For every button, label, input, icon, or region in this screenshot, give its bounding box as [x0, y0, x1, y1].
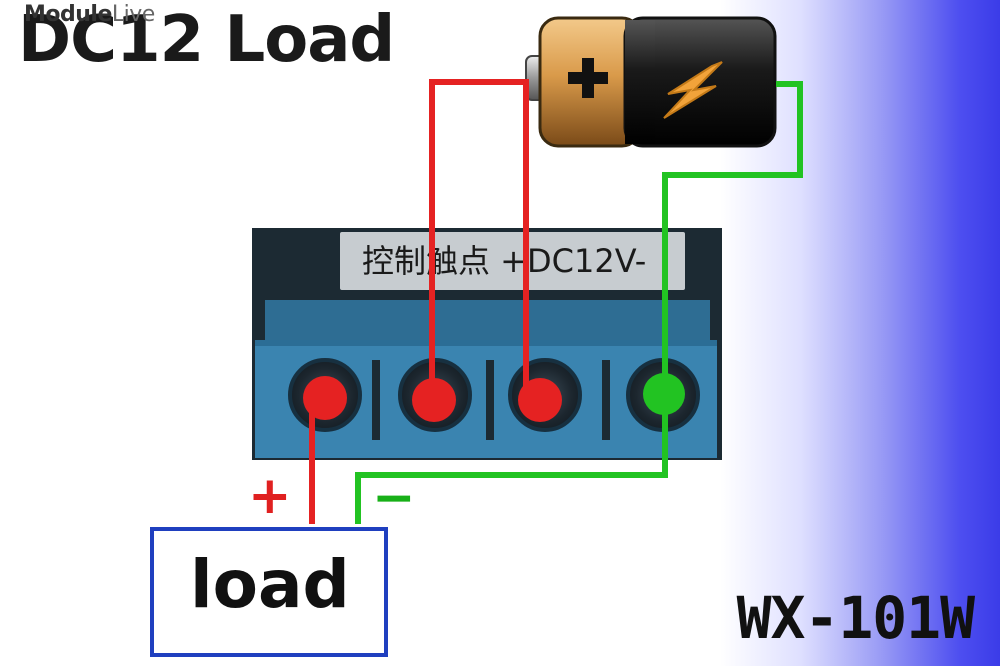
- red-dot-1: [303, 376, 347, 420]
- battery-icon: [525, 16, 777, 148]
- terminal-divider-2: [486, 360, 494, 440]
- terminal-divider-3: [602, 360, 610, 440]
- load-box: [150, 527, 388, 657]
- lightning-bolt-icon: [663, 61, 723, 119]
- terminal-divider-1: [372, 360, 380, 440]
- board-label-strip: [340, 232, 685, 290]
- red-dot-3: [518, 378, 562, 422]
- load-label: load: [190, 546, 350, 623]
- red-wire-battery-loop: [429, 79, 529, 402]
- board-label: 控制触点 +DC12V-: [362, 242, 647, 280]
- terminal-block-top: [265, 300, 710, 344]
- green-wire-load-negative: [355, 395, 668, 524]
- green-wire-battery-negative: [662, 81, 803, 395]
- diagram-title: DC12 Load: [18, 3, 395, 77]
- watermark: ModuleLive: [24, 2, 155, 27]
- watermark-brand: Module: [24, 2, 112, 27]
- watermark-suffix: Live: [111, 2, 155, 27]
- red-dot-2: [412, 378, 456, 422]
- minus-polarity-label: −: [372, 468, 416, 528]
- positive-wires: [309, 79, 529, 524]
- green-dot: [643, 373, 685, 415]
- plus-polarity-label: +: [248, 466, 292, 526]
- model-number: WX-101W: [736, 584, 975, 652]
- negative-wires: [355, 81, 803, 524]
